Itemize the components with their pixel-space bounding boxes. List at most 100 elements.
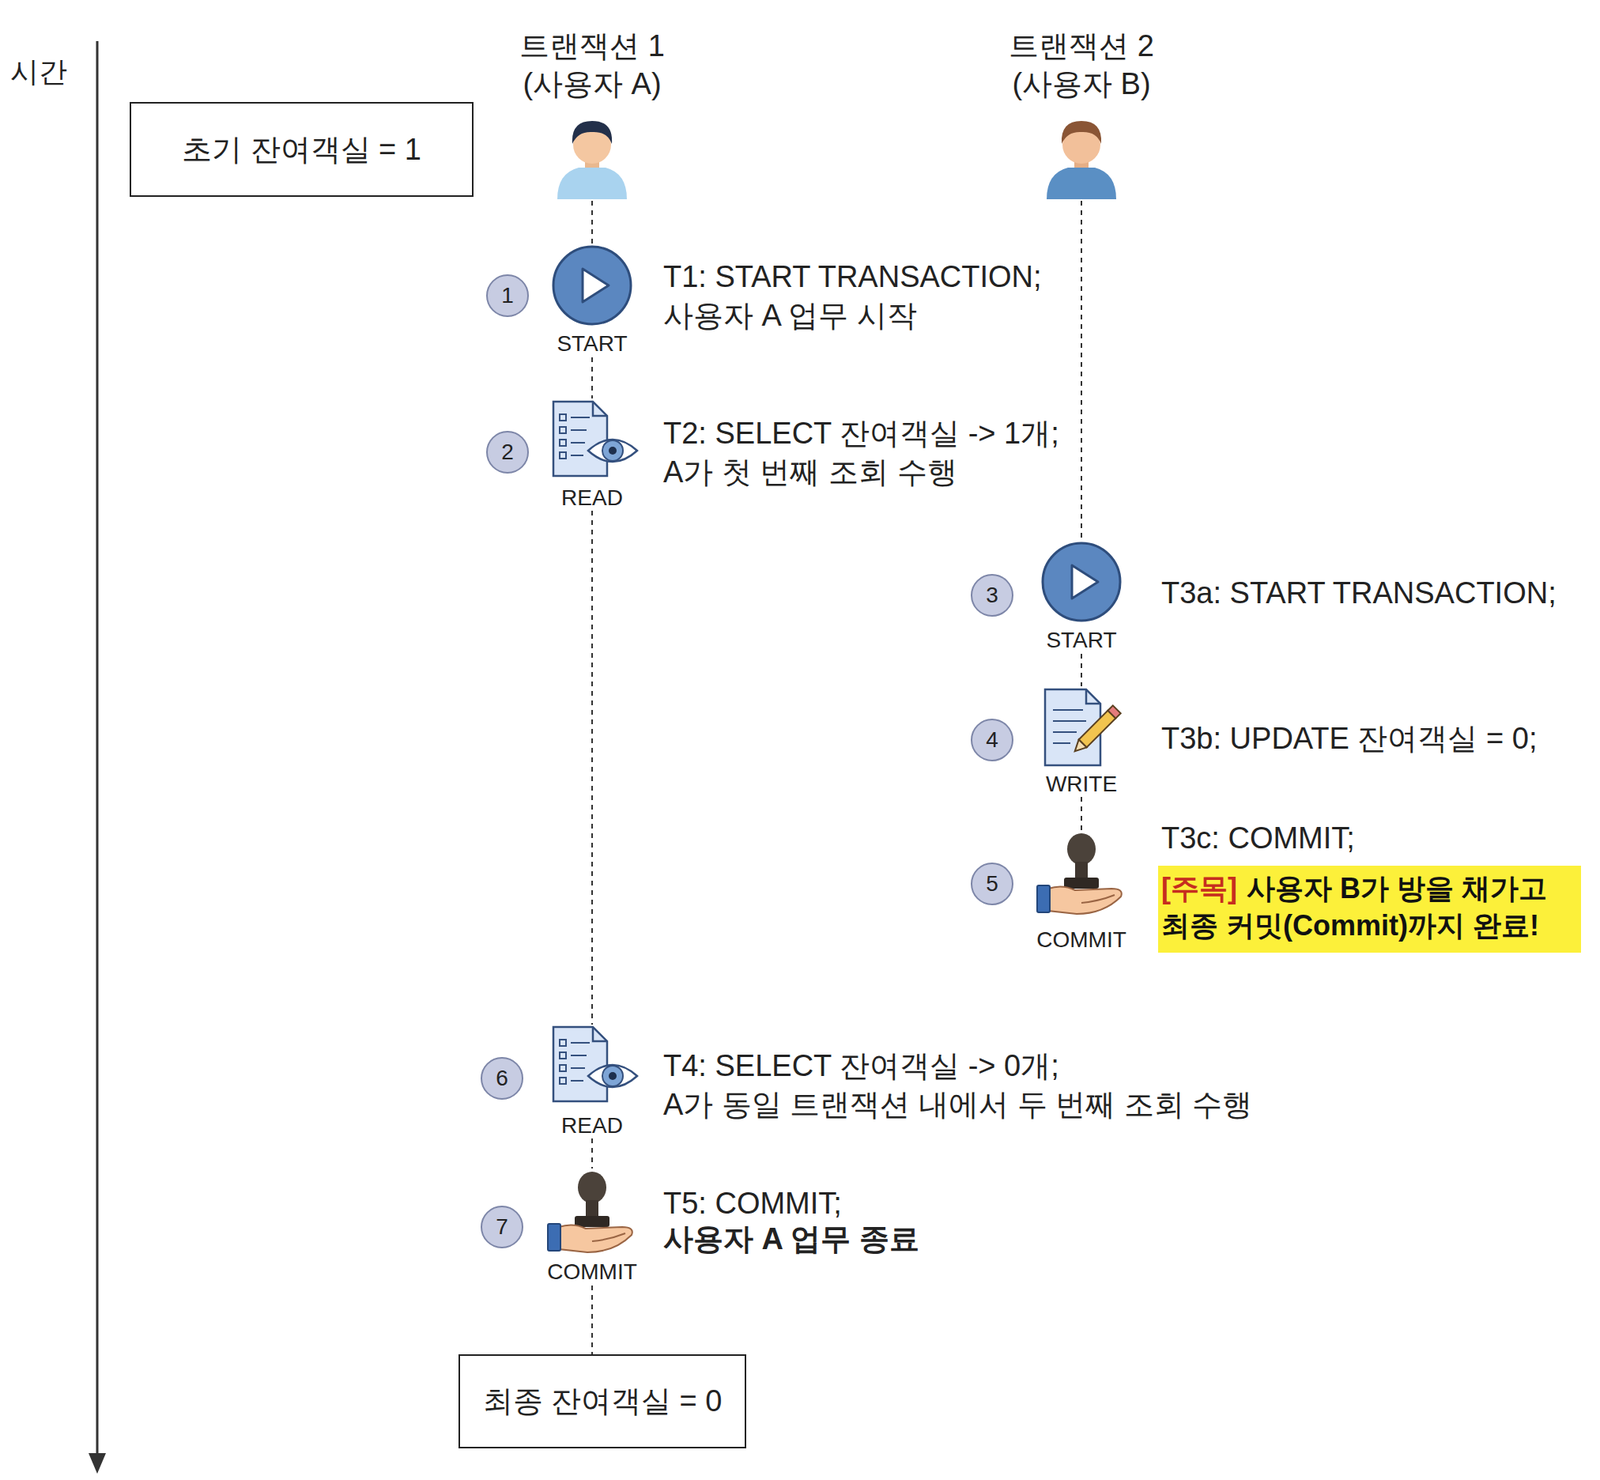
list-line — [570, 441, 585, 444]
list-line — [570, 1079, 584, 1082]
person-shirt — [1046, 167, 1117, 200]
document-shape — [553, 401, 608, 476]
lifeline-segment — [591, 510, 593, 1025]
hand-palm — [1048, 886, 1122, 914]
lifeline-segment — [591, 200, 593, 246]
eye-pupil — [608, 1071, 617, 1080]
eye-shape — [588, 439, 638, 462]
callout-number: 2 — [485, 430, 530, 475]
callout-number: 6 — [495, 1065, 509, 1091]
pencil-eraser — [1107, 705, 1121, 718]
read-icon — [553, 1026, 638, 1102]
eye-iris — [602, 440, 623, 461]
hand-palm — [558, 1224, 633, 1253]
list-square — [559, 439, 567, 446]
text-line — [1052, 731, 1077, 733]
callout-circle — [481, 1057, 523, 1099]
hand-cuff — [1037, 885, 1050, 913]
icon-label: COMMIT — [520, 1257, 664, 1286]
commit-icon — [1037, 833, 1122, 914]
callout-number: 5 — [969, 861, 1015, 906]
icon-label: START — [1018, 626, 1145, 654]
list-line — [570, 454, 584, 457]
person-icon — [557, 120, 627, 200]
lifeline-segment — [591, 357, 593, 399]
callout-circle — [971, 719, 1013, 761]
callout-number: 3 — [969, 573, 1015, 618]
list-square — [559, 414, 567, 421]
callout-number: 4 — [969, 717, 1015, 763]
document-fold — [592, 1026, 608, 1042]
axis-label: 시간 — [10, 53, 68, 90]
callout-number: 1 — [501, 283, 514, 309]
callout-number: 4 — [985, 727, 999, 753]
icon-label: START — [528, 329, 656, 358]
list-square — [559, 426, 567, 434]
step-text: T3b: UPDATE 잔여객실 = 0; — [1161, 720, 1537, 759]
step-text: T2: SELECT 잔여객실 -> 1개; — [663, 415, 1060, 453]
step-text: A가 첫 번째 조회 수행 — [663, 453, 958, 492]
callout-number: 5 — [985, 871, 999, 897]
node-text: [주목] — [1161, 871, 1238, 905]
highlight-note: [주목]사용자 B가 방을 채가고 최종 커밋(Commit)까지 완료! — [1158, 865, 1582, 953]
callout-number: 7 — [479, 1204, 525, 1250]
play-triangle — [582, 268, 609, 302]
icon-label: WRITE — [1018, 769, 1145, 798]
eye-iris — [602, 1065, 623, 1087]
eye-shape — [588, 1064, 638, 1087]
state-box: 최종 잔여객실 = 0 — [458, 1354, 747, 1449]
list-line — [570, 429, 587, 431]
stamp-base — [574, 1215, 610, 1227]
commit-icon — [547, 1171, 633, 1253]
document-shape — [553, 1026, 608, 1102]
node-text: 최종 잔여객실 = 0 — [483, 1381, 723, 1422]
lifeline-segment — [591, 1285, 593, 1355]
stamp-neck — [585, 1200, 599, 1218]
eye-pupil — [608, 446, 617, 455]
callout-number: 6 — [479, 1056, 525, 1101]
state-box: 초기 잔여객실 = 1 — [129, 101, 474, 197]
list-square — [559, 452, 567, 459]
list-line — [570, 416, 590, 419]
icon-label: COMMIT — [1010, 925, 1153, 954]
write-icon — [1045, 689, 1121, 766]
icon-label: READ — [528, 1111, 656, 1140]
step-text: 사용자 A 업무 종료 — [663, 1220, 920, 1259]
lane-header: 트랜잭션 1 (사용자 A) — [497, 27, 687, 103]
read-icon — [553, 401, 638, 476]
step-text: T5: COMMIT; — [663, 1184, 842, 1223]
start-circle — [553, 246, 631, 325]
pencil-icon — [1071, 705, 1121, 755]
start-icon — [553, 246, 631, 325]
lifeline-segment — [1080, 653, 1083, 687]
document-lines — [559, 1039, 590, 1084]
document-fold — [592, 401, 608, 416]
step-text: T3c: COMMIT; — [1161, 819, 1355, 858]
node-text: 초기 잔여객실 = 1 — [181, 129, 422, 170]
callout-number: 3 — [985, 582, 999, 608]
hand-finger — [1081, 894, 1115, 903]
callout-number: 1 — [485, 273, 530, 318]
stamp-knob — [577, 1171, 607, 1204]
person-icon — [1046, 120, 1117, 200]
text-line — [1052, 742, 1071, 744]
time-arrowhead — [88, 1452, 106, 1474]
step-text: T1: START TRANSACTION; — [663, 258, 1042, 297]
person-shirt — [557, 167, 627, 200]
list-line — [570, 1041, 590, 1044]
stamp-knob — [1067, 833, 1096, 865]
person-hair — [572, 120, 612, 144]
step-text: T3a: START TRANSACTION; — [1161, 574, 1557, 613]
lifeline-segment — [591, 1138, 593, 1169]
person-hair — [1061, 120, 1102, 144]
list-square — [559, 1039, 567, 1046]
document-fold — [1086, 689, 1101, 704]
step-text: T4: SELECT 잔여객실 -> 0개; — [663, 1047, 1060, 1086]
callout-circle — [486, 275, 529, 317]
start-circle — [1042, 543, 1121, 621]
list-square — [559, 1052, 567, 1059]
callout-circle — [481, 1206, 523, 1248]
document-lines — [559, 414, 590, 459]
lifeline-segment — [1080, 796, 1083, 831]
